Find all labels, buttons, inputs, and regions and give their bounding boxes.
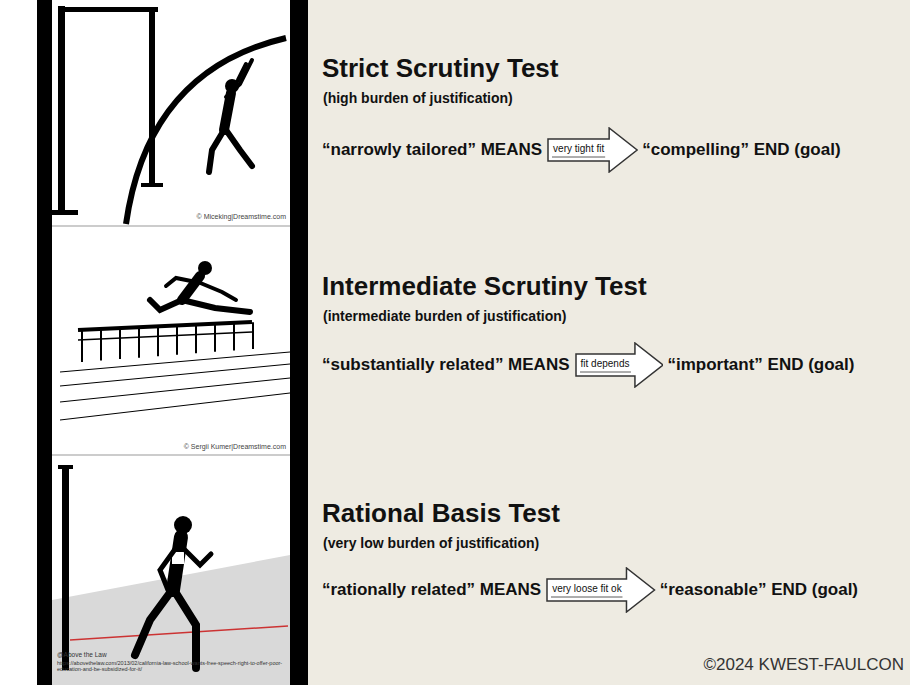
black-bar: [290, 0, 308, 685]
fit-arrow: fit depends: [575, 342, 664, 388]
image-credit-url: https://abovethelaw.com/2013/02/californ…: [57, 660, 285, 673]
black-bar: [37, 0, 52, 685]
fit-arrow: very loose fit ok: [546, 567, 655, 613]
fit-text: very tight fit: [553, 144, 604, 154]
image-credit: @Above the Law: [57, 651, 107, 658]
test-heading: Rational Basis Test: [322, 499, 560, 529]
end-text: “compelling” END (goal): [642, 140, 840, 160]
panel-divider: [52, 455, 290, 456]
fit-arrow: very tight fit: [547, 127, 638, 173]
means-text: “substantially related” MEANS: [322, 355, 570, 375]
test-heading: Intermediate Scrutiny Test: [322, 272, 647, 302]
burden-note: (intermediate burden of justification): [323, 308, 566, 324]
means-text: “narrowly tailored” MEANS: [322, 140, 542, 160]
end-text: “reasonable” END (goal): [660, 580, 858, 600]
means-text: “rationally related” MEANS: [322, 580, 541, 600]
fit-text: very loose fit ok: [552, 584, 621, 594]
end-text: “important” END (goal): [667, 355, 854, 375]
image-credit: © Miceking|Dreamstime.com: [197, 213, 286, 221]
hurdles-illustration: [60, 261, 290, 420]
copyright: ©2024 KWEST-FAULCON: [703, 655, 904, 675]
image-credit: © Sergii Kumer|Dreamstime.com: [184, 443, 286, 451]
test-heading: Strict Scrutiny Test: [322, 54, 558, 84]
burden-note: (high burden of justification): [323, 90, 513, 106]
text-ground: [308, 0, 910, 685]
fit-text: fit depends: [581, 359, 630, 369]
pole-vault-illustration: [52, 6, 286, 224]
runner-illustration: [52, 465, 290, 685]
panel-divider: [52, 226, 290, 227]
burden-note: (very low burden of justification): [323, 535, 539, 551]
